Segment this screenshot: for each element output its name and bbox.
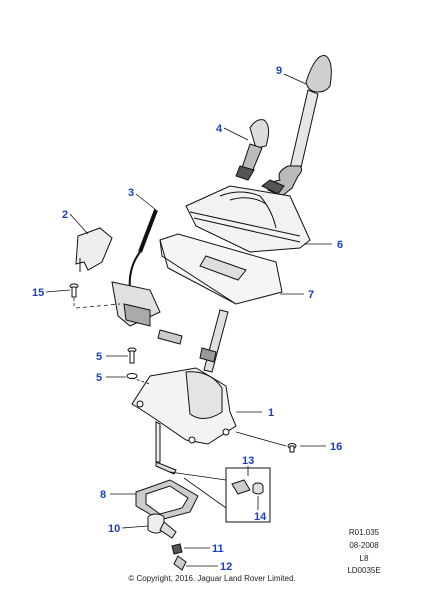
part-13-clip-nut[interactable] [232, 480, 250, 494]
reference-code: R01.035 [348, 528, 380, 537]
callout-3: 3 [128, 187, 134, 199]
callout-15: 15 [32, 287, 44, 299]
callout-16: 16 [330, 441, 342, 453]
part-12-pin[interactable] [174, 556, 186, 570]
reference-model: L8 [359, 554, 369, 563]
part-4-gear-knob[interactable] [236, 120, 269, 180]
part-3-selector-cable[interactable] [130, 210, 156, 290]
gear-lever-column[interactable] [200, 310, 228, 372]
callout-12: 12 [220, 561, 232, 573]
callout-4: 4 [216, 123, 223, 135]
part-16-bolt[interactable] [288, 444, 296, 453]
callout-9: 9 [276, 65, 282, 77]
callout-1: 1 [268, 407, 274, 419]
selector-rod[interactable] [156, 422, 176, 474]
callout-2: 2 [62, 209, 68, 221]
cable-bracket-assembly[interactable] [112, 282, 182, 344]
reference-drawing-number: LD0035E [347, 566, 381, 575]
part-5-clip[interactable] [127, 374, 137, 379]
callout-10: 10 [108, 523, 120, 535]
callout-11: 11 [212, 543, 224, 555]
copyright-notice: © Copyright, 2016. Jaguar Land Rover Lim… [128, 574, 296, 583]
part-2-bracket[interactable] [76, 228, 112, 272]
callout-14: 14 [254, 511, 267, 523]
part-15-screw[interactable] [70, 284, 78, 297]
callout-8: 8 [100, 489, 106, 501]
leader-lines [45, 73, 332, 567]
part-14-nut[interactable] [253, 483, 263, 494]
part-11-clip[interactable] [172, 544, 182, 554]
part-10-bush[interactable] [148, 514, 176, 538]
reference-date: 08-2008 [349, 541, 379, 550]
part-5-bolt[interactable] [128, 348, 136, 363]
callout-5-bolt: 5 [96, 351, 102, 363]
callout-13: 13 [242, 455, 254, 467]
part-1-selector-housing[interactable] [132, 368, 236, 444]
part-8-gasket[interactable] [136, 480, 198, 520]
part-7-console-surround[interactable] [160, 234, 282, 304]
part-9-gear-knob-gaiter[interactable] [262, 56, 331, 196]
callout-6: 6 [337, 239, 343, 251]
callout-5-clip: 5 [96, 372, 102, 384]
callout-7: 7 [308, 289, 314, 301]
